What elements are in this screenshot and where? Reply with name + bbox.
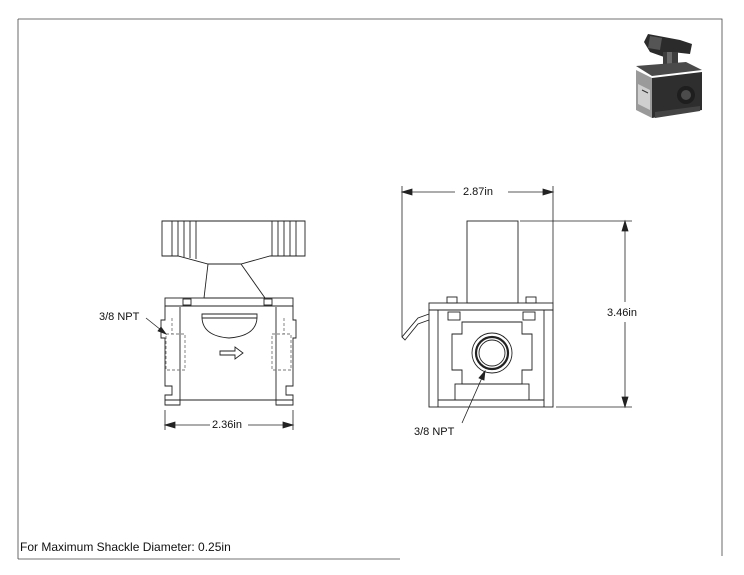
valve-body [160,306,297,406]
dim-width-left [163,410,295,430]
top-plate-side [428,296,554,311]
valve-body-side [428,309,554,408]
t-handle [161,220,306,299]
width-dimension-label-left: 2.36in [212,419,242,431]
isometric-product-render [636,34,702,118]
top-plate [164,297,294,307]
handle-stem [466,220,519,304]
width-dimension-label-right: 2.87in [463,186,493,198]
height-dimension-label: 3.46in [607,307,637,319]
npt-label-left: 3/8 NPT [99,311,140,323]
sheet-border [17,18,723,560]
side-view [401,220,554,408]
dim-width-right [400,186,555,337]
front-view [160,220,306,406]
shackle-diameter-note: For Maximum Shackle Diameter: 0.25in [20,540,231,554]
dim-height-right [520,219,632,409]
hidden-ports [165,318,292,371]
npt-leader-right [461,369,486,424]
shackle-wire [401,313,430,341]
npt-leader-left [145,317,168,335]
npt-label-right: 3/8 NPT [414,426,455,438]
